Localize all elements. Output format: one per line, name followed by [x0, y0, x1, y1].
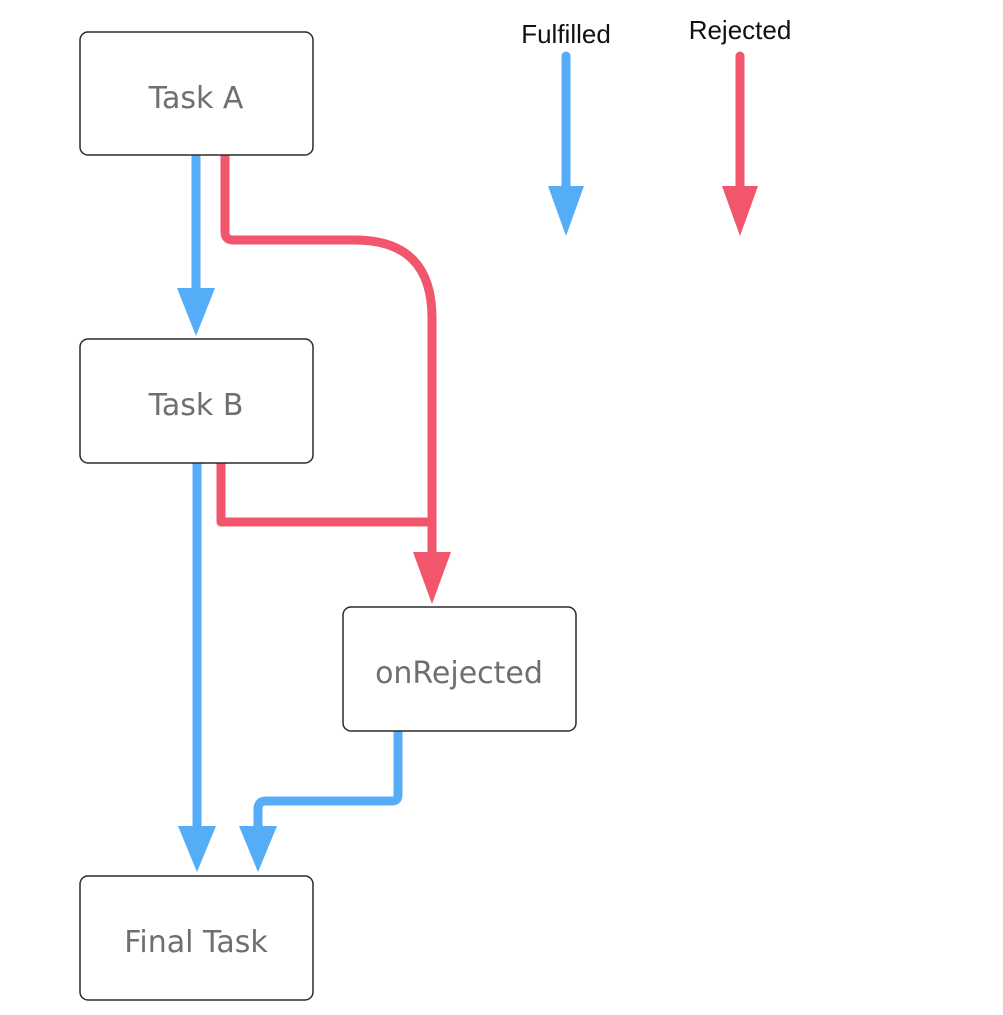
- arrow-task-b-to-onrejected-rejected: [216, 458, 437, 527]
- node-task-a-label: Task A: [148, 81, 244, 116]
- node-task-b: Task B: [79, 338, 314, 464]
- arrow-onrejected-to-final-task-fulfilled: [239, 726, 403, 872]
- legend: Fulfilled Rejected: [521, 15, 791, 236]
- arrow-task-a-to-task-b-fulfilled: [177, 150, 215, 336]
- arrow-task-a-to-onrejected-rejected: [220, 150, 451, 604]
- legend-rejected-label: Rejected: [689, 15, 792, 45]
- node-task-b-label: Task B: [148, 388, 244, 423]
- legend-fulfilled-arrow: [548, 51, 584, 236]
- node-final-task: Final Task: [79, 875, 314, 1001]
- node-task-a: Task A: [79, 31, 314, 156]
- connectors: [177, 150, 451, 872]
- node-final-task-label: Final Task: [124, 925, 268, 960]
- node-onrejected-label: onRejected: [375, 656, 543, 691]
- legend-rejected-arrow: [722, 51, 758, 236]
- arrow-task-b-to-final-task-fulfilled: [178, 458, 216, 872]
- legend-fulfilled-label: Fulfilled: [521, 19, 611, 49]
- node-onrejected: onRejected: [342, 606, 577, 732]
